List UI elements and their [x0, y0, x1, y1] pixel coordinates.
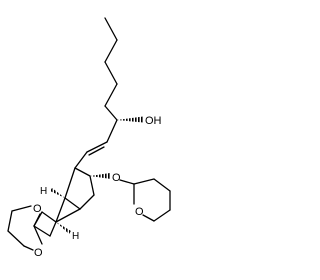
hashed-wedge-bond [50, 188, 65, 198]
stereo-hydrogens: H H [40, 186, 79, 242]
stereo-h-left-label: H [40, 186, 47, 197]
cyclopentane-ring-upper [64, 167, 95, 210]
ether-oxygen-label: O [112, 172, 121, 184]
alkene-bond [74, 141, 108, 169]
stereo-h-bottom-label: H [72, 231, 79, 242]
dioxolane-ring: O O [7, 203, 43, 259]
molecule-canvas: OH O O [7, 17, 171, 259]
dioxolane-oxygen-top-label: O [33, 203, 42, 215]
thp-ether: O O [90, 172, 171, 222]
hydroxyl-label: OH [145, 115, 162, 127]
hashed-wedge-bond [90, 173, 111, 179]
hashed-wedge-bond [56, 222, 71, 234]
dioxolane-oxygen-bottom-label: O [34, 247, 43, 259]
alkyl-chain [104, 17, 118, 121]
carbinol-group: OH [106, 115, 162, 143]
hashed-wedge-bond [117, 116, 143, 123]
molecule-structure: OH O O [7, 17, 171, 259]
thp-ring-oxygen-label: O [135, 206, 144, 218]
